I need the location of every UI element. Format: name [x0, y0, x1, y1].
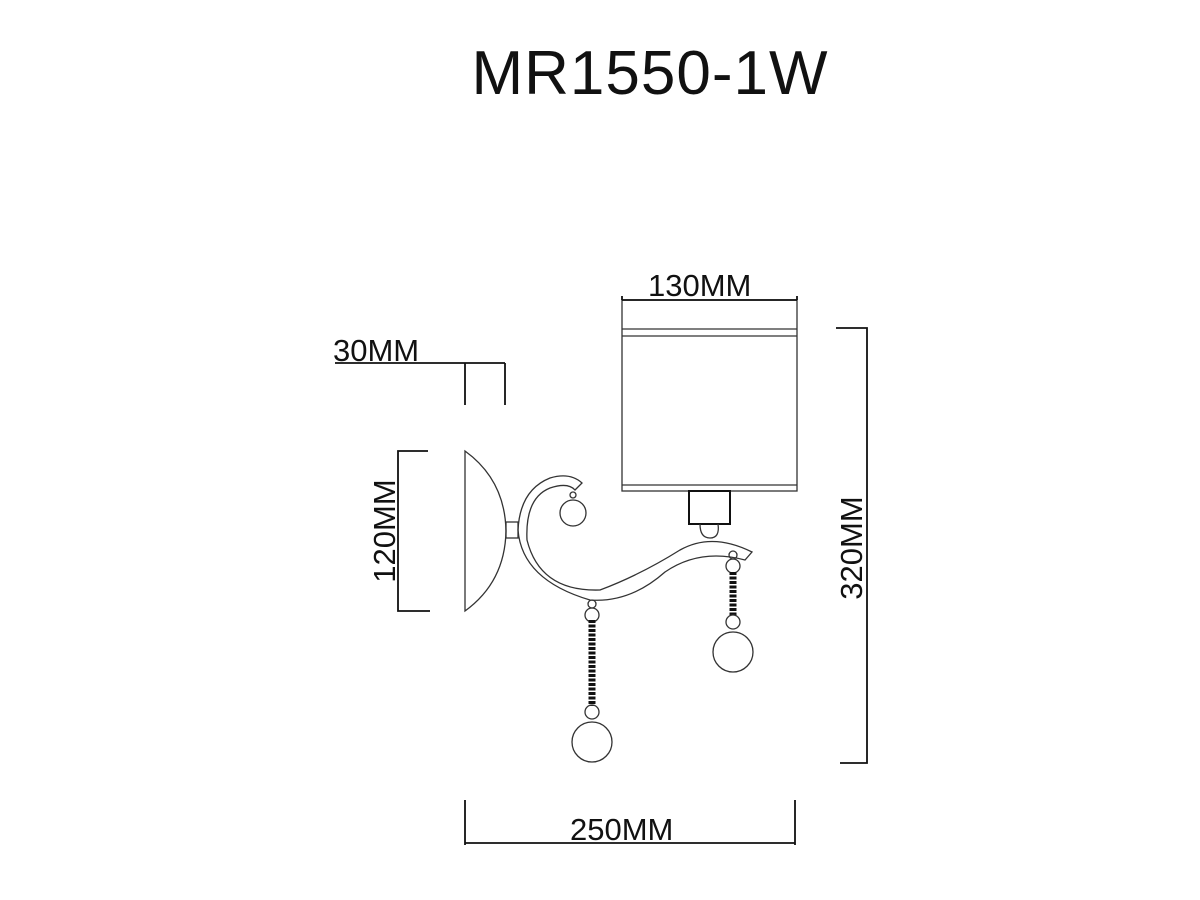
model-title: MR1550-1W: [471, 39, 829, 108]
crystal-bead: [584, 704, 600, 720]
lamp-socket: [688, 490, 731, 525]
dimension-line-backplate-height: [397, 450, 430, 612]
crystal-bead: [587, 599, 597, 609]
crystal-bead: [725, 614, 741, 630]
crystal-bead: [569, 491, 577, 499]
lamp-arm: [517, 475, 754, 601]
label-total-height: 320MM: [834, 496, 869, 600]
dimension-line-total-width: [464, 800, 796, 845]
dimension-line-shade-width: [621, 296, 798, 301]
small-crystal-drop: [559, 499, 587, 527]
dimension-line-backplate-depth: [335, 362, 506, 405]
label-total-width: 250MM: [570, 812, 674, 847]
crystal-bead: [584, 607, 600, 623]
label-shade-width: 130MM: [648, 268, 752, 303]
crystal-bead: [725, 558, 741, 574]
crystal-drop: [712, 631, 754, 673]
socket-cup: [699, 523, 719, 539]
label-backplate-height: 120MM: [367, 479, 402, 583]
wall-backplate: [464, 449, 507, 613]
crystal-drop: [571, 721, 613, 763]
dimension-line-total-height: [836, 327, 868, 764]
arm-connector: [505, 521, 519, 539]
label-backplate-depth: 30MM: [333, 333, 420, 368]
